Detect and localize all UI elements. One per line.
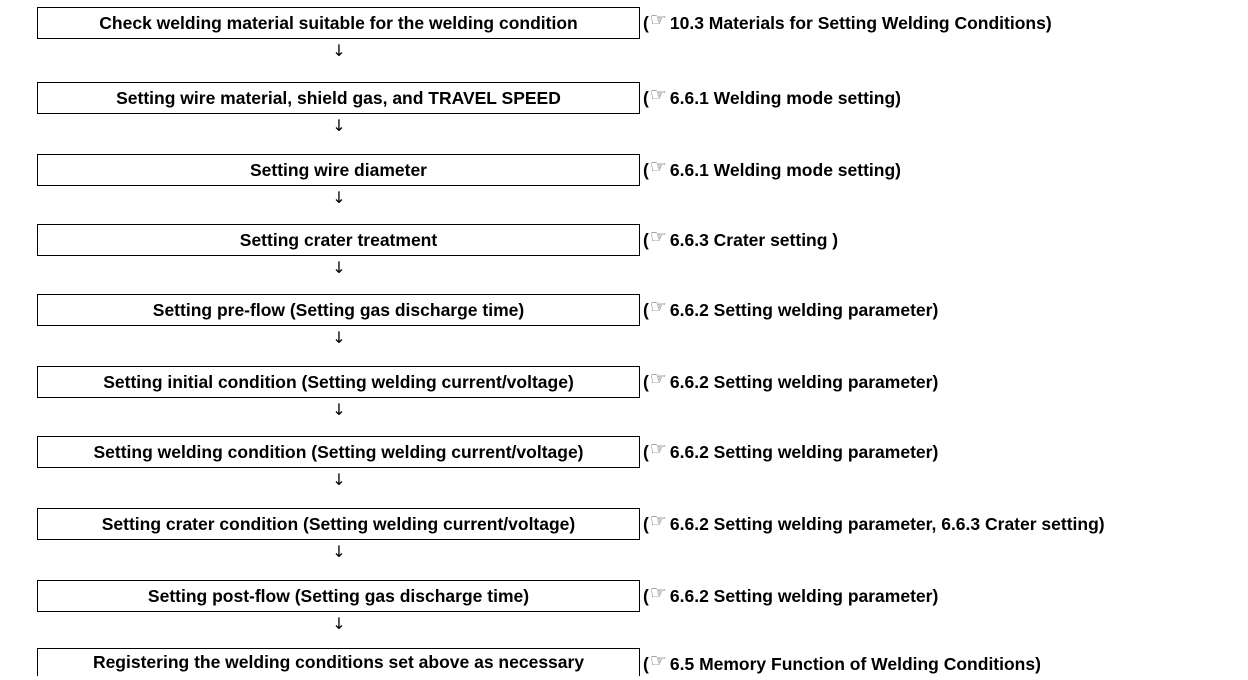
pointing-hand-icon: ☞ <box>649 9 667 31</box>
reference-text: 6.6.3 Crater setting ) <box>669 229 839 250</box>
flow-step-box: Registering the welding conditions set a… <box>37 648 640 676</box>
reference-open-paren: ( <box>643 653 649 674</box>
flow-step-box: Setting pre-flow (Setting gas discharge … <box>37 294 640 326</box>
down-arrow-icon: ↓ <box>332 116 346 135</box>
down-arrow-icon: ↓ <box>332 188 346 207</box>
flow-step-reference: (☞6.6.1 Welding mode setting) <box>643 82 901 114</box>
reference-text: 6.6.1 Welding mode setting) <box>669 87 901 108</box>
flow-step-reference: (☞6.6.2 Setting welding parameter) <box>643 436 938 468</box>
reference-open-paren: ( <box>643 87 649 108</box>
down-arrow-icon: ↓ <box>332 542 346 561</box>
reference-open-paren: ( <box>643 299 649 320</box>
flow-step-box: Setting crater treatment <box>37 224 640 256</box>
reference-text: 6.6.2 Setting welding parameter) <box>669 299 939 320</box>
reference-open-paren: ( <box>643 229 649 250</box>
reference-open-paren: ( <box>643 12 649 33</box>
pointing-hand-icon: ☞ <box>649 582 667 604</box>
flow-step-reference: (☞6.6.2 Setting welding parameter) <box>643 580 938 612</box>
reference-text: 6.6.2 Setting welding parameter, 6.6.3 C… <box>669 513 1105 534</box>
reference-text: 6.6.2 Setting welding parameter) <box>669 441 939 462</box>
reference-open-paren: ( <box>643 159 649 180</box>
reference-text: 6.5 Memory Function of Welding Condition… <box>669 653 1041 674</box>
pointing-hand-icon: ☞ <box>649 438 667 460</box>
down-arrow-icon: ↓ <box>332 328 346 347</box>
flow-step-box: Setting post-flow (Setting gas discharge… <box>37 580 640 612</box>
pointing-hand-icon: ☞ <box>649 156 667 178</box>
flow-step-box: Setting welding condition (Setting weldi… <box>37 436 640 468</box>
reference-open-paren: ( <box>643 371 649 392</box>
down-arrow-icon: ↓ <box>332 41 346 60</box>
flow-step-reference: (☞6.6.2 Setting welding parameter) <box>643 366 938 398</box>
reference-text: 10.3 Materials for Setting Welding Condi… <box>669 12 1052 33</box>
flow-step-box: Check welding material suitable for the … <box>37 7 640 39</box>
flow-step-reference: (☞6.6.2 Setting welding parameter, 6.6.3… <box>643 508 1105 540</box>
pointing-hand-icon: ☞ <box>649 84 667 106</box>
down-arrow-icon: ↓ <box>332 470 346 489</box>
flow-step-box: Setting crater condition (Setting weldin… <box>37 508 640 540</box>
down-arrow-icon: ↓ <box>332 258 346 277</box>
flow-step-reference: (☞6.5 Memory Function of Welding Conditi… <box>643 648 1041 680</box>
pointing-hand-icon: ☞ <box>649 226 667 248</box>
flow-step-box: Setting initial condition (Setting weldi… <box>37 366 640 398</box>
pointing-hand-icon: ☞ <box>649 650 667 672</box>
reference-open-paren: ( <box>643 441 649 462</box>
down-arrow-icon: ↓ <box>332 400 346 419</box>
flow-step-reference: (☞6.6.3 Crater setting ) <box>643 224 838 256</box>
pointing-hand-icon: ☞ <box>649 296 667 318</box>
reference-open-paren: ( <box>643 513 649 534</box>
flow-step-box: Setting wire diameter <box>37 154 640 186</box>
reference-text: 6.6.2 Setting welding parameter) <box>669 371 939 392</box>
pointing-hand-icon: ☞ <box>649 510 667 532</box>
reference-text: 6.6.2 Setting welding parameter) <box>669 585 939 606</box>
flow-step-reference: (☞6.6.2 Setting welding parameter) <box>643 294 938 326</box>
flow-step-reference: (☞10.3 Materials for Setting Welding Con… <box>643 7 1052 39</box>
pointing-hand-icon: ☞ <box>649 368 667 390</box>
flow-step-box: Setting wire material, shield gas, and T… <box>37 82 640 114</box>
flow-step-reference: (☞6.6.1 Welding mode setting) <box>643 154 901 186</box>
reference-text: 6.6.1 Welding mode setting) <box>669 159 901 180</box>
down-arrow-icon: ↓ <box>332 614 346 633</box>
reference-open-paren: ( <box>643 585 649 606</box>
